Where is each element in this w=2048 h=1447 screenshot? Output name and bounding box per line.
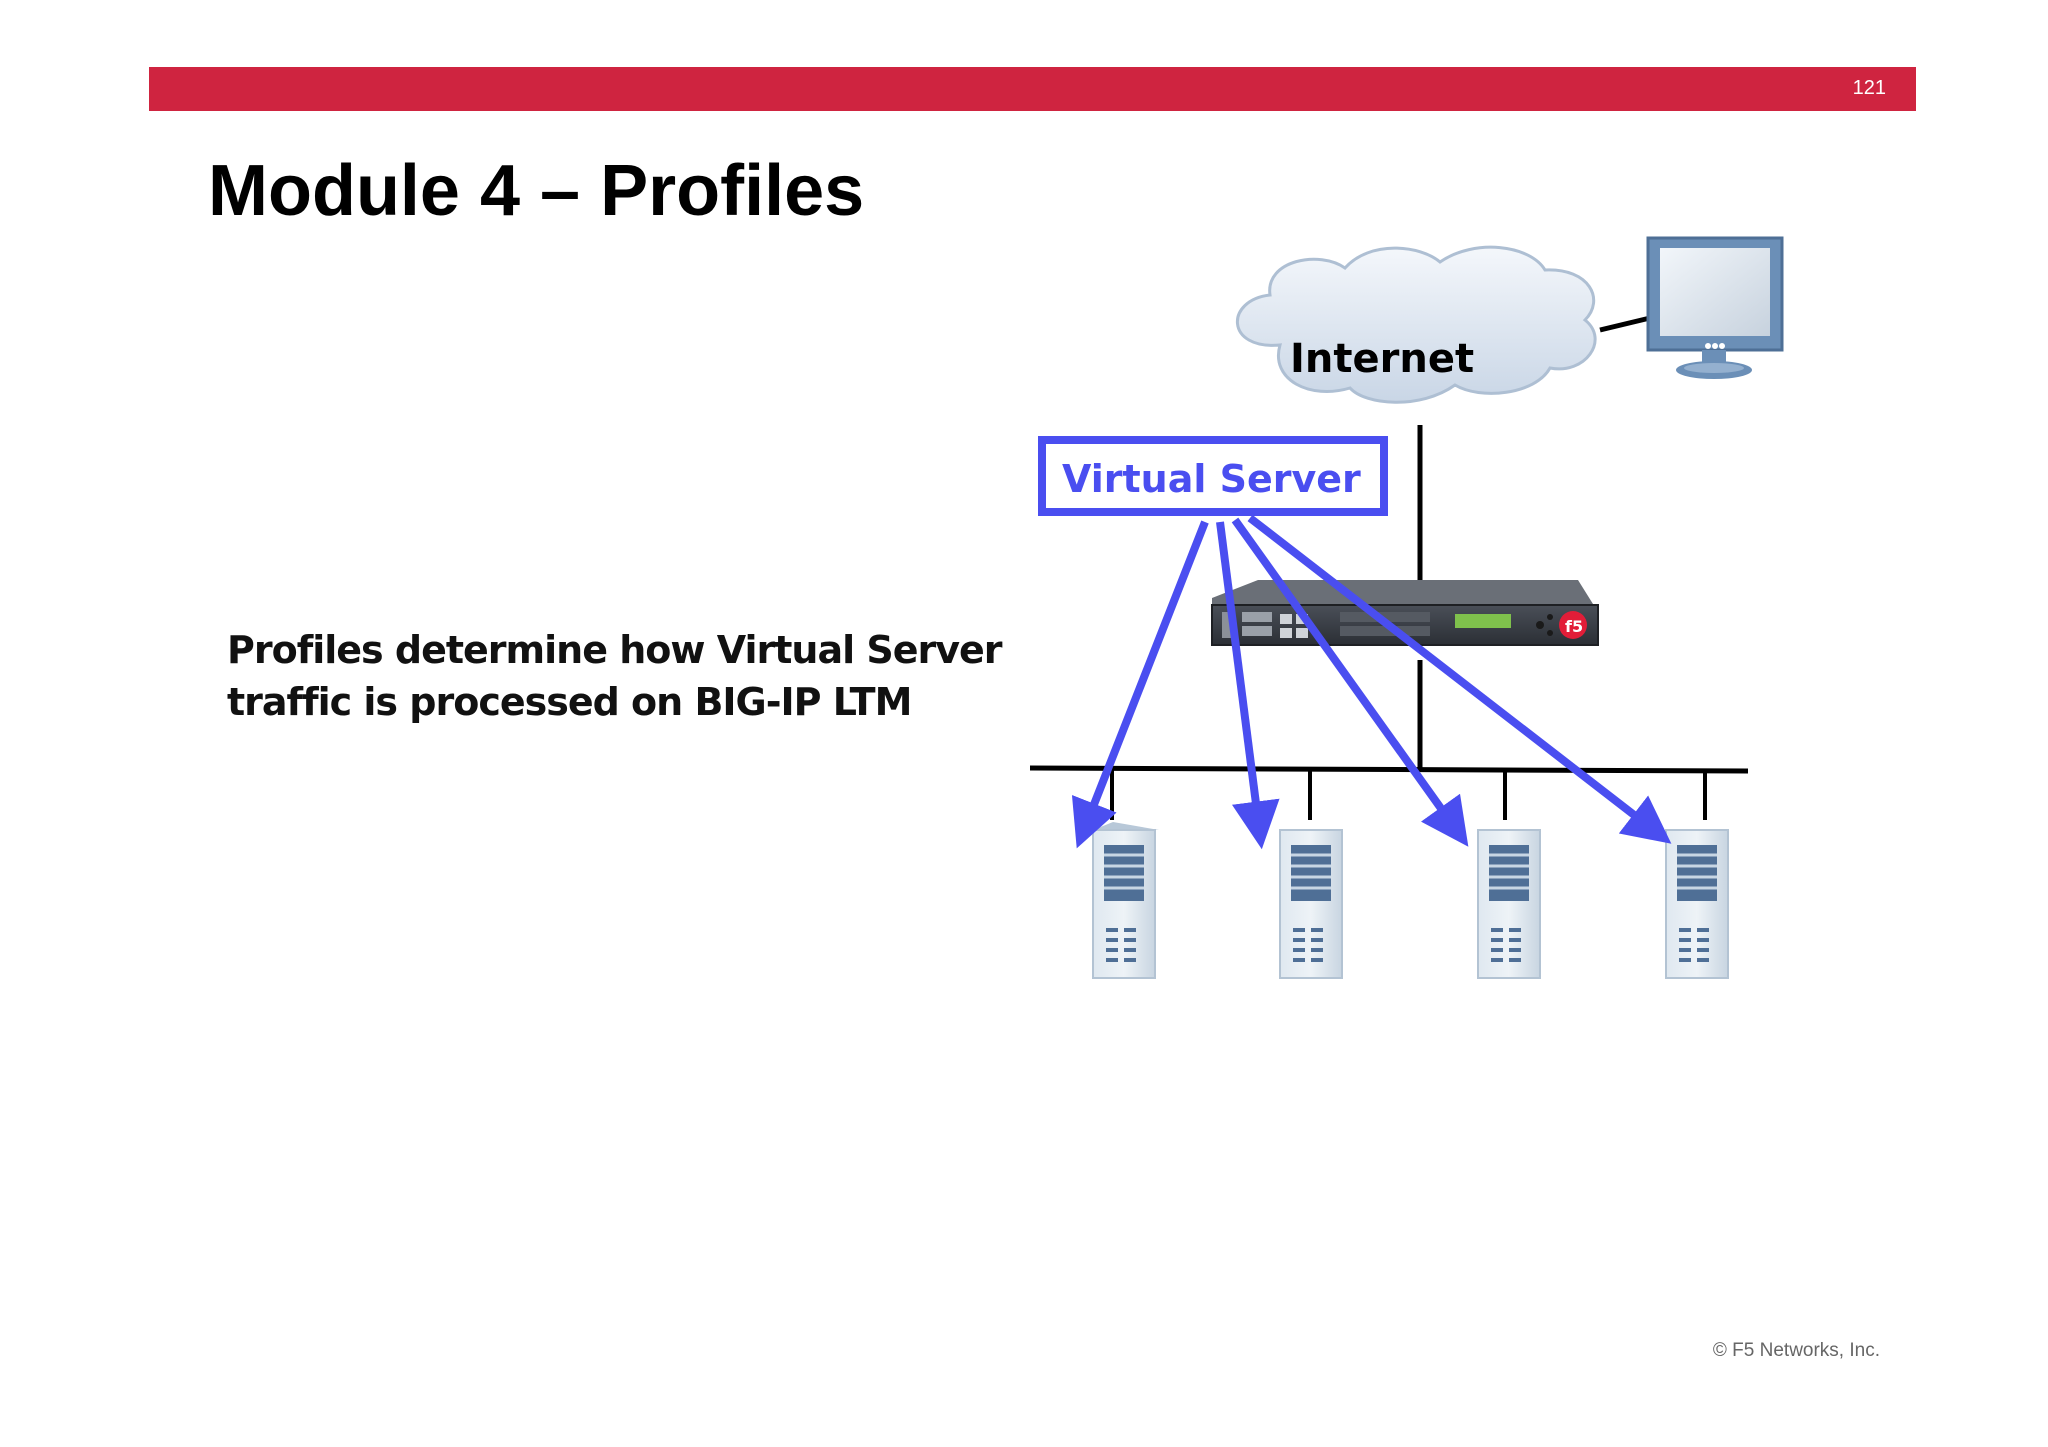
header-bar: 121 xyxy=(149,67,1916,111)
big-ip-appliance-icon: f5 xyxy=(1211,580,1599,646)
server-icon-3 xyxy=(1477,829,1541,979)
copyright-text: © F5 Networks, Inc. xyxy=(1712,1340,1880,1361)
arrow-to-server-2 xyxy=(1216,521,1280,850)
cloud-to-monitor-link xyxy=(1599,315,1651,333)
internet-cloud-icon: Internet xyxy=(1235,245,1597,404)
client-monitor-icon xyxy=(1646,236,1784,379)
server-icon-4 xyxy=(1665,829,1729,979)
arrow-to-server-4 xyxy=(1247,514,1672,844)
server-icon-1 xyxy=(1092,822,1159,979)
arrow-to-server-1 xyxy=(1071,520,1209,849)
body-line-1: Profiles determine how Virtual Server xyxy=(227,628,1003,672)
virtual-server-box xyxy=(1038,436,1388,516)
server-bus xyxy=(1029,765,1749,774)
svg-text:f5: f5 xyxy=(1565,617,1583,636)
virtual-server-label: Virtual Server xyxy=(1062,457,1361,501)
internet-label: Internet xyxy=(1290,336,1474,382)
server-icon-2 xyxy=(1279,829,1343,979)
slide-title: Module 4 – Profiles xyxy=(208,151,865,231)
page-number: 121 xyxy=(1852,77,1886,99)
body-text: Profiles determine how Virtual Server tr… xyxy=(227,624,1003,728)
body-line-2: traffic is processed on BIG-IP LTM xyxy=(227,680,912,724)
arrow-to-server-3 xyxy=(1231,517,1469,847)
